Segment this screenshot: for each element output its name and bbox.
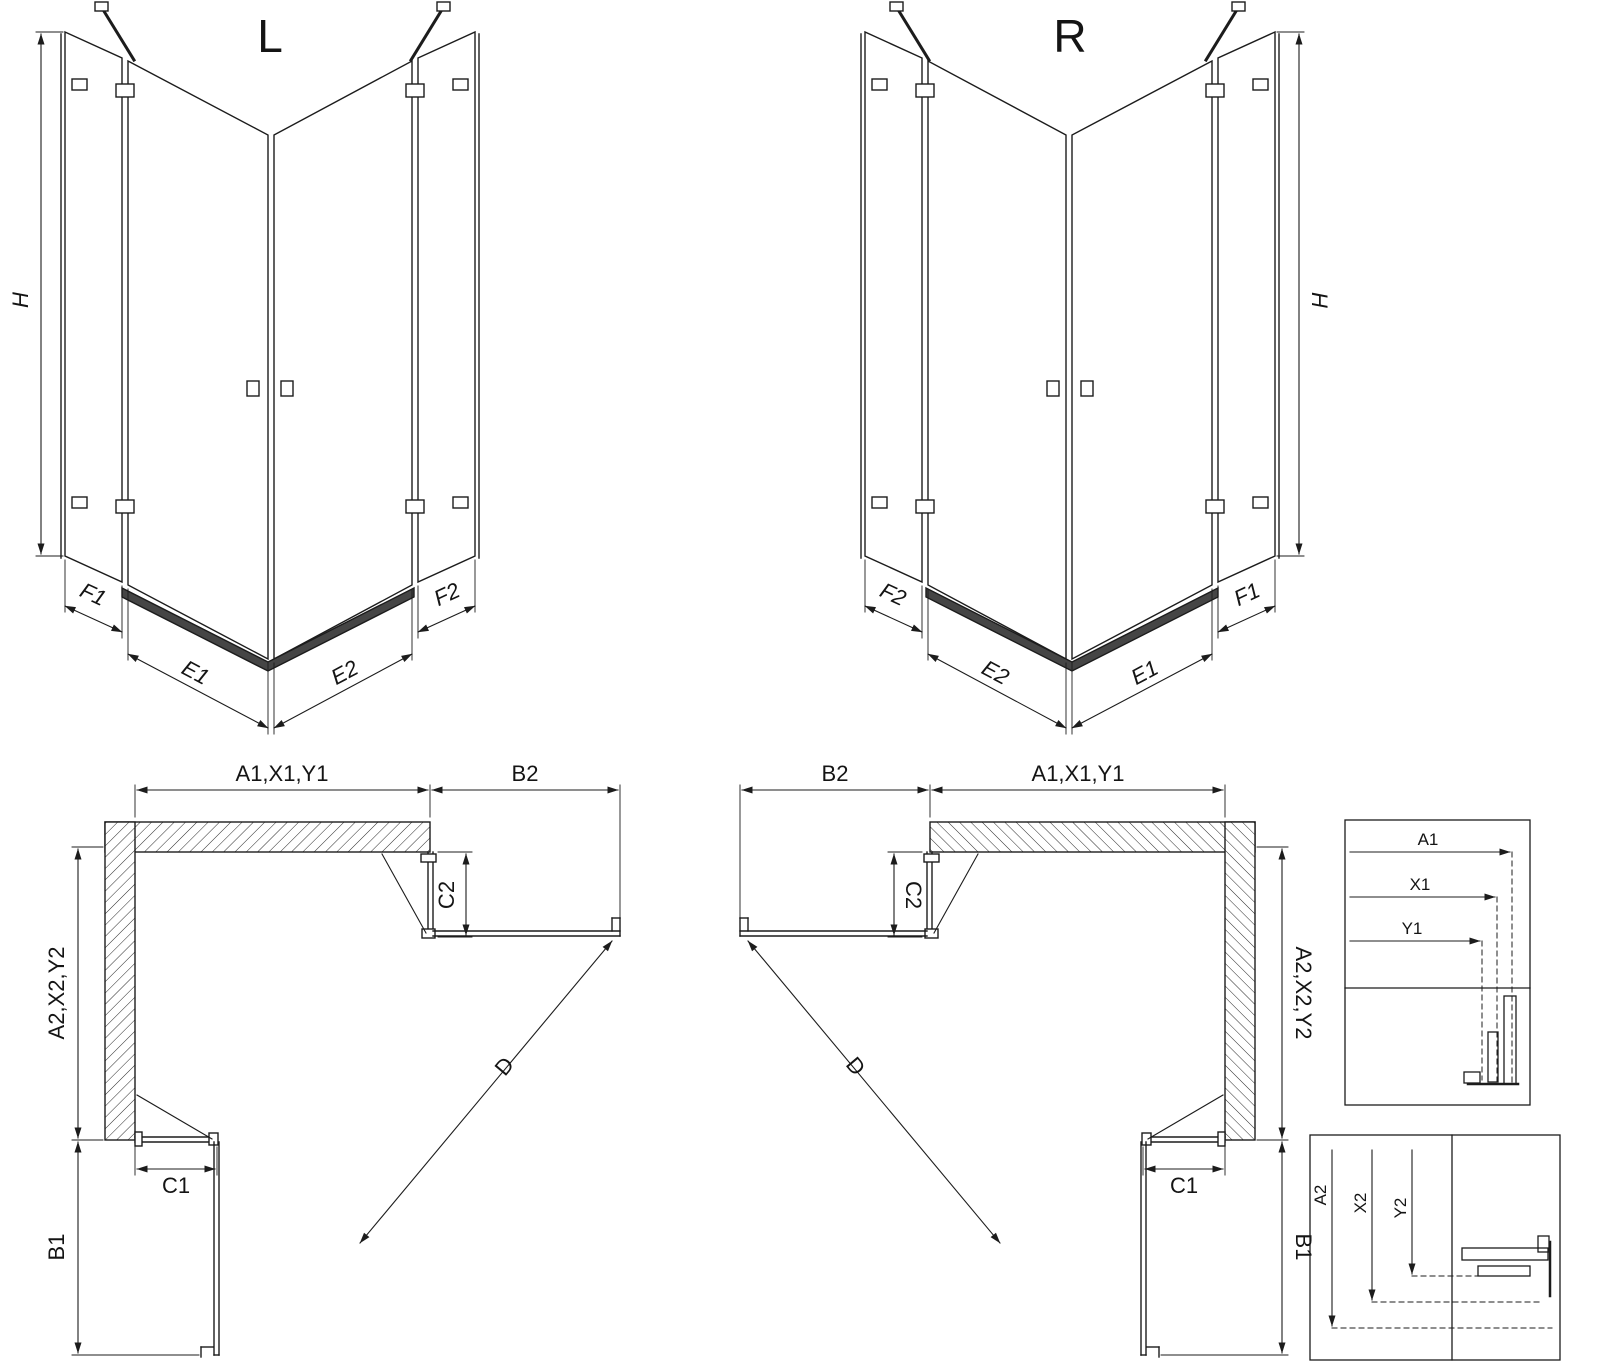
variant-label-right: R — [1053, 10, 1086, 62]
dim-label-d: D — [841, 1052, 870, 1080]
detail-box-height-labels: A2 X2 Y2 — [1311, 1185, 1410, 1219]
dim-label-height-side: A2,X2,Y2 — [44, 947, 69, 1040]
dim-label-d: D — [490, 1052, 519, 1080]
dim-label-e2: E2 — [978, 655, 1014, 690]
plan-drawing-right — [740, 785, 1288, 1357]
detail-box-width-labels: A1 X1 Y1 — [1402, 830, 1439, 938]
plan-drawing-right-labels: A1,X1,Y1 B2 A2,X2,Y2 B1 C1 C2 D — [822, 761, 1316, 1260]
dim-label-f2: F2 — [430, 577, 464, 611]
plan-drawing-left — [72, 785, 620, 1357]
3d-drawing-right-labels: R H F2 E2 E1 F1 — [876, 10, 1332, 690]
detail-y1-label: Y1 — [1402, 919, 1423, 938]
3d-drawing-left — [36, 2, 479, 734]
dim-label-b2: B2 — [512, 761, 539, 786]
plan-drawing-left-labels: A1,X1,Y1 B2 A2,X2,Y2 B1 C1 C2 D — [44, 761, 538, 1260]
dim-label-f1: F1 — [76, 577, 110, 611]
dim-label-h: H — [1307, 292, 1332, 308]
dim-label-c1: C1 — [162, 1173, 190, 1198]
dim-label-width-top: A1,X1,Y1 — [1032, 761, 1125, 786]
dim-label-b1: B1 — [1291, 1234, 1316, 1261]
detail-a1-label: A1 — [1418, 830, 1439, 849]
dim-label-e2: E2 — [327, 655, 363, 690]
glass-section — [1487, 1031, 1499, 1083]
dim-label-f2: F2 — [876, 577, 910, 611]
detail-box-width — [1344, 819, 1531, 1106]
wall-profile-section — [1461, 1247, 1549, 1261]
dim-label-b1: B1 — [44, 1234, 69, 1261]
detail-box-width-frame — [1344, 819, 1531, 1106]
dim-label-b2: B2 — [822, 761, 849, 786]
detail-y2-label: Y2 — [1391, 1198, 1410, 1219]
dim-label-c2: C2 — [434, 881, 459, 909]
glass-section — [1477, 1265, 1531, 1277]
3d-drawing-right — [861, 2, 1304, 734]
dim-label-e1: E1 — [178, 655, 214, 690]
dim-label-c1: C1 — [1170, 1173, 1198, 1198]
wall-profile-section — [1503, 995, 1517, 1085]
variant-label-left: L — [257, 10, 283, 62]
dim-label-h: H — [8, 292, 33, 308]
detail-x2-label: X2 — [1351, 1193, 1370, 1214]
detail-box-height — [1309, 1134, 1561, 1361]
dim-label-f1: F1 — [1230, 577, 1264, 611]
detail-box-height-frame — [1309, 1134, 1561, 1361]
detail-x1-label: X1 — [1410, 875, 1431, 894]
dim-label-width-top: A1,X1,Y1 — [236, 761, 329, 786]
dim-label-height-side: A2,X2,Y2 — [1291, 947, 1316, 1040]
3d-drawing-left-labels: L H F1 E1 E2 F2 — [8, 10, 464, 690]
dim-label-c2: C2 — [901, 881, 926, 909]
detail-a2-label: A2 — [1311, 1185, 1330, 1206]
dim-label-e1: E1 — [1127, 655, 1163, 690]
